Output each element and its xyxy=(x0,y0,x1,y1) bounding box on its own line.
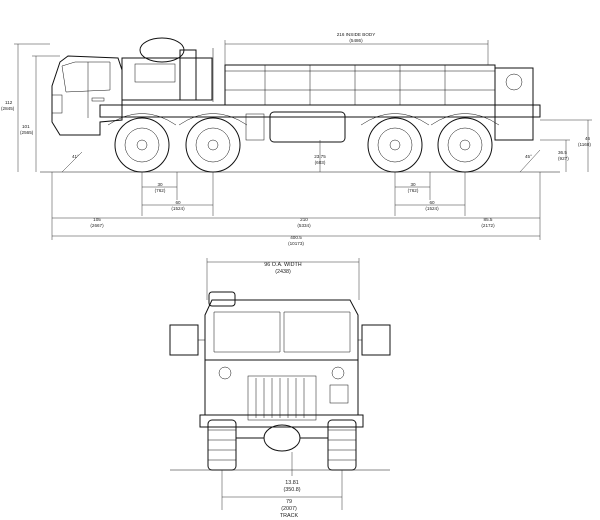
side-view-truck xyxy=(40,37,560,173)
winch-drum xyxy=(505,73,523,91)
differential xyxy=(263,424,301,452)
exhaust-stack xyxy=(179,49,197,101)
cab-window xyxy=(61,61,111,93)
equipment-box xyxy=(134,63,176,83)
rear-height-metric: (1168) xyxy=(578,142,591,147)
front-view-truck xyxy=(169,291,391,471)
cab-body xyxy=(51,55,123,136)
fuel-tank xyxy=(269,111,346,143)
front-cab xyxy=(204,299,359,361)
left-headlight xyxy=(218,366,232,380)
track-metric: (2007) xyxy=(281,506,297,512)
right-mirror xyxy=(361,324,391,356)
front-hood xyxy=(204,359,359,416)
right-headlight xyxy=(331,366,345,380)
rear-axle-offset-label: 60 xyxy=(429,200,435,205)
windshield-right xyxy=(283,311,351,353)
wheelbase-metric: (5334) xyxy=(297,223,311,228)
rear-axle-spacing-metric: (762) xyxy=(408,188,419,193)
inside-body-label: 216 INSIDE BODY xyxy=(337,32,376,37)
departure-angle-label: 45° xyxy=(525,154,532,159)
radiator-grille xyxy=(247,375,317,421)
grille-bars xyxy=(255,378,305,418)
approach-angle-label: 41° xyxy=(72,154,79,159)
side-view-labels: 216 INSIDE BODY (5486) 112 (2845) 101 (2… xyxy=(1,32,591,246)
front-axle-spacing-label: 30 xyxy=(157,182,163,187)
inside-body-metric: (5486) xyxy=(349,38,363,43)
tire-tread xyxy=(208,429,356,461)
rear-winch xyxy=(494,67,534,141)
side-wheels xyxy=(114,117,493,173)
left-mirror xyxy=(169,324,199,356)
ground-clearance-label: 23.75 xyxy=(314,154,326,159)
front-overhang-metric: (2667) xyxy=(90,223,104,228)
rear-axle-spacing-label: 30 xyxy=(410,182,416,187)
rear-overhang-label: 85.5 xyxy=(484,217,493,222)
front-bumper xyxy=(199,414,364,428)
front-view-dimensions xyxy=(206,258,360,510)
front-axle-offset-label: 60 xyxy=(175,200,181,205)
rear-axle-offset-metric: (1524) xyxy=(425,206,439,211)
front-overhang-label: 105 xyxy=(93,217,101,222)
rear-height-label: 46 xyxy=(585,136,591,141)
fender-1 xyxy=(107,113,177,126)
width-metric: (2438) xyxy=(275,269,291,275)
fender-3 xyxy=(360,113,430,126)
rear-bed-height-label: 36.5 xyxy=(558,150,567,155)
chassis-frame xyxy=(99,104,541,118)
headlight xyxy=(51,94,63,114)
battery-box xyxy=(245,113,265,141)
cab-height-label: 101 xyxy=(22,124,30,129)
front-axle-offset-metric: (1524) xyxy=(171,206,185,211)
windshield-left xyxy=(213,311,281,353)
wheelbase-label: 210 xyxy=(300,217,308,222)
rear-bed-height-metric: (927) xyxy=(558,156,569,161)
width-label: 96 O.A. WIDTH xyxy=(264,262,302,268)
rear-overhang-metric: (2172) xyxy=(481,223,495,228)
beacon-light xyxy=(208,291,236,307)
side-view-dimensions xyxy=(14,40,592,240)
overall-height-label: 112 xyxy=(5,100,13,105)
cab-height-metric: (2565) xyxy=(20,130,34,135)
front-view-labels: 96 O.A. WIDTH (2438) 13.81 (350.8) 79 (2… xyxy=(264,262,302,519)
overall-length-metric: (10173) xyxy=(288,241,304,246)
cargo-stakes xyxy=(264,65,446,105)
track-value: 79 xyxy=(286,499,292,505)
fender-2 xyxy=(178,113,248,126)
manufacturer-logo xyxy=(329,384,349,404)
fender-4 xyxy=(430,113,500,126)
track-label: TRACK xyxy=(280,513,299,519)
engine-housing xyxy=(121,57,213,101)
overall-height-metric: (2845) xyxy=(1,106,15,111)
front-ground-clearance-metric: (350.8) xyxy=(283,487,300,493)
front-axle-spacing-metric: (762) xyxy=(155,188,166,193)
ground-clearance-metric: (603) xyxy=(315,160,326,165)
door-handle xyxy=(91,97,105,102)
front-ground-clearance-label: 13.81 xyxy=(285,480,299,486)
overall-length-label: 400.5 xyxy=(290,235,302,240)
